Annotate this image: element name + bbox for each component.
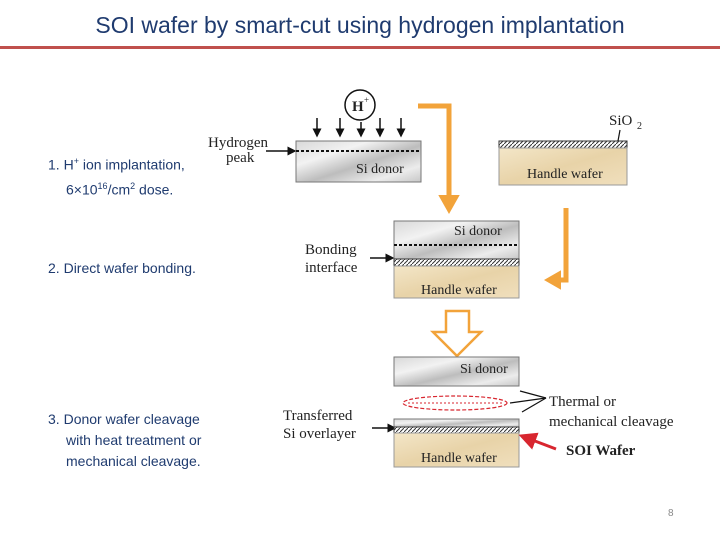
- step-1-text: 1. H+ ion implantation, 6×1016/cm2 dose.: [48, 156, 185, 198]
- sio2-label: SiO 2: [609, 113, 642, 132]
- svg-text:Handle wafer: Handle wafer: [421, 283, 497, 298]
- svg-text:H: H: [352, 99, 364, 115]
- hydrogen-label: Hydrogen: [208, 135, 268, 151]
- svg-text:Handle wafer: Handle wafer: [421, 451, 497, 466]
- soi-wafer-label: SOI Wafer: [566, 443, 636, 459]
- orange-arrow-left: [418, 103, 460, 215]
- step-3-number: 3.: [48, 411, 60, 427]
- implant-arrows: [312, 118, 406, 138]
- bonded-stack: Si donor Handle wafer: [393, 220, 520, 299]
- svg-text:Si donor: Si donor: [356, 162, 404, 177]
- handle-wafer-1: Handle wafer: [498, 140, 628, 186]
- orange-arrow-right: [543, 208, 569, 290]
- cleavage-pointer: [509, 390, 547, 413]
- step-3-text: 3. Donor wafer cleavage with heat treatm…: [48, 411, 202, 469]
- step-1-number: 1.: [48, 156, 60, 173]
- transferred-label: Transferred: [283, 408, 353, 424]
- hollow-down-arrow: [429, 309, 485, 358]
- svg-text:Handle wafer: Handle wafer: [527, 167, 603, 182]
- step-2-text: 2. Direct wafer bonding.: [48, 260, 196, 276]
- svg-text:SiO: SiO: [609, 113, 633, 129]
- peak-label: peak: [226, 150, 255, 166]
- svg-text:2: 2: [637, 121, 642, 132]
- bonding-label: Bonding: [305, 242, 357, 258]
- sio2-pointer: [617, 129, 621, 142]
- interface-label: interface: [305, 260, 358, 276]
- thermal-label: Thermal or: [549, 394, 616, 410]
- mechanical-cleavage-label: mechanical cleavage: [549, 414, 674, 430]
- svg-text:Si donor: Si donor: [454, 224, 502, 239]
- soi-red-arrow: [518, 432, 557, 451]
- si-donor-wafer-1: Si donor: [295, 140, 422, 183]
- svg-text:Si donor: Si donor: [460, 362, 508, 377]
- title-underline: [0, 46, 720, 49]
- h-plus-ion: H +: [344, 89, 376, 121]
- soi-wafer-stack: Handle wafer: [393, 418, 520, 468]
- cleavage-plane: [402, 395, 508, 411]
- si-overlayer-label: Si overlayer: [283, 426, 356, 442]
- page-number: 8: [668, 508, 674, 519]
- si-donor-wafer-3: Si donor: [393, 356, 520, 387]
- svg-text:+: +: [364, 95, 369, 105]
- slide-title: SOI wafer by smart-cut using hydrogen im…: [95, 12, 625, 38]
- step-2-number: 2.: [48, 260, 60, 276]
